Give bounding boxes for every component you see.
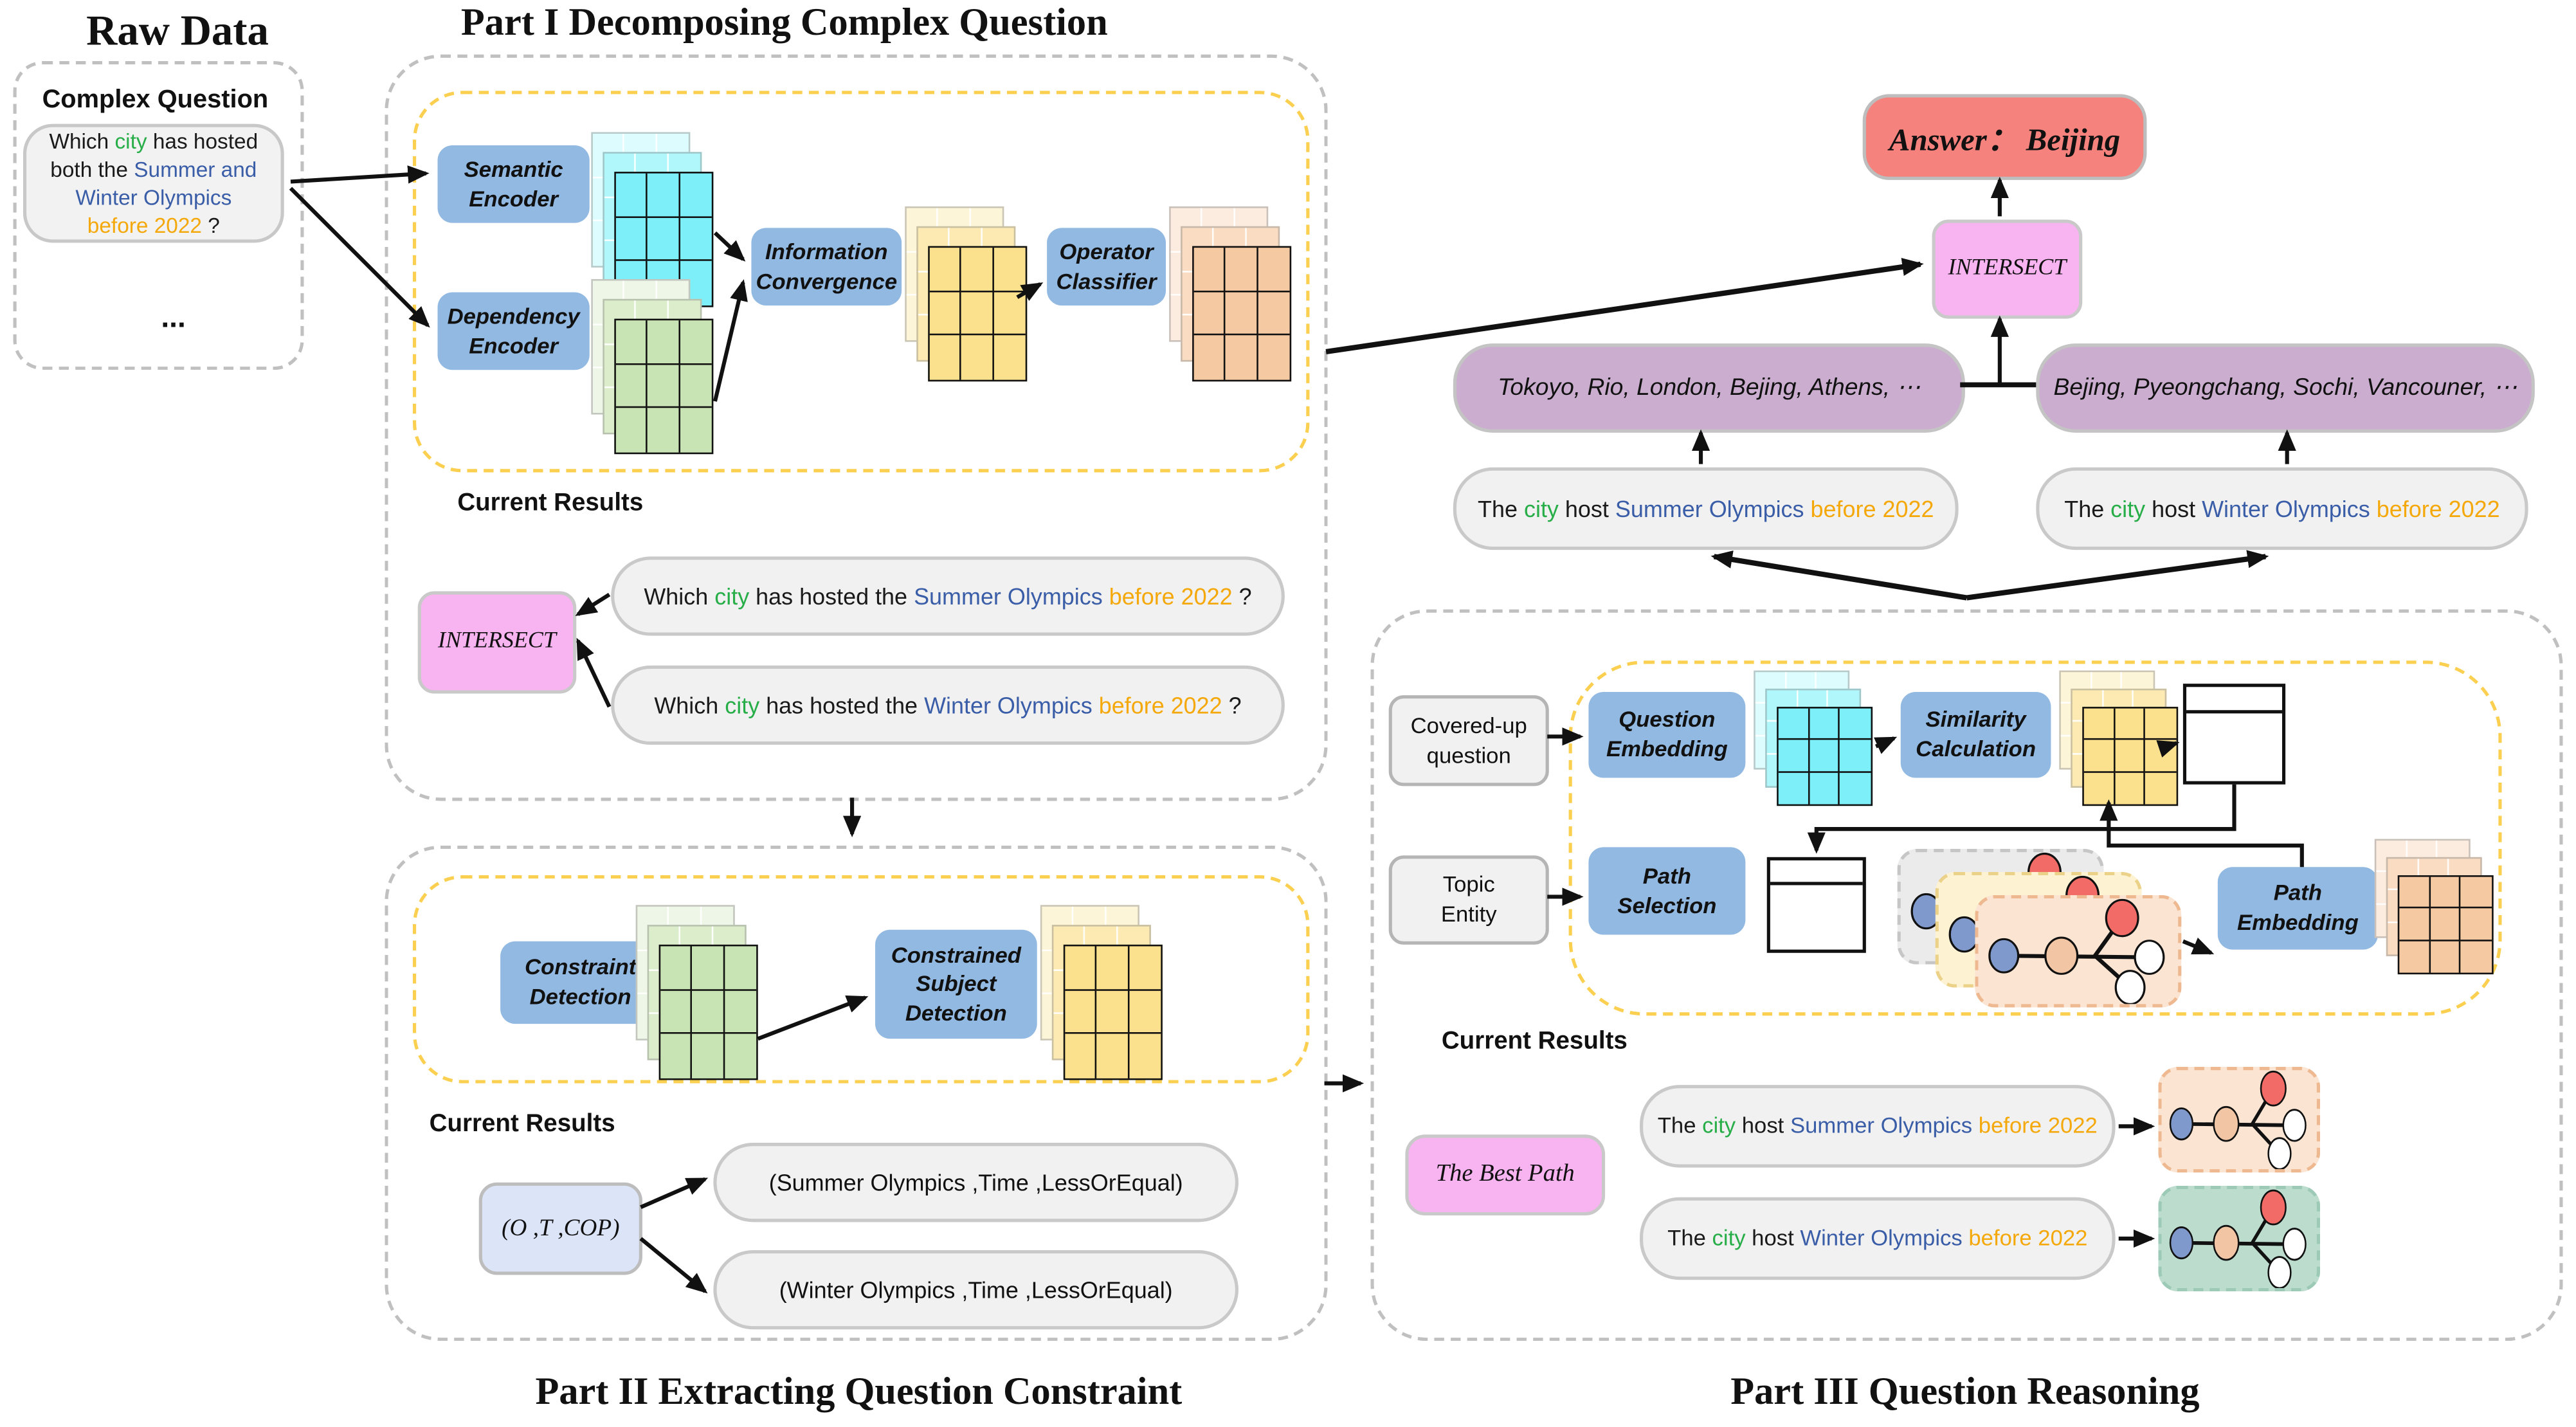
matrix-stack-orange: [1169, 206, 1292, 382]
matrix-stack-yellow-part3: [2059, 670, 2179, 806]
answer-node: [2105, 898, 2139, 938]
operator-classifier-module: Operator Classifier: [1047, 228, 1166, 306]
candidate-paths-table: [1766, 857, 1866, 953]
subquestion-pill-summer: Which city has hosted the Summer Olympic…: [611, 556, 1285, 636]
raw-data-title: Raw Data: [86, 6, 269, 55]
part2-caption: Part II Extracting Question Constraint: [535, 1370, 1183, 1414]
part2-outer-box: [385, 845, 1328, 1341]
matrix-layer: [658, 944, 758, 1080]
matrix-stack-green: [591, 278, 714, 455]
path-card-front: [1975, 895, 2182, 1008]
part2-current-results-label: Current Results: [429, 1109, 615, 1138]
kg-path-graph: [1988, 898, 2165, 1004]
kg-path-graph: [2169, 1189, 2307, 1289]
matrix-layer: [928, 246, 1028, 382]
kg-path-graph: [2169, 1070, 2307, 1170]
arrow-part3-to-summer-subq: [1710, 550, 1968, 601]
matrix-stack-orange-part3: [2374, 839, 2494, 975]
similarity-calculation-module: Similarity Calculation: [1900, 691, 2051, 778]
answer-node: [2260, 1070, 2287, 1107]
subquestion-pill-winter: Which city has hosted the Winter Olympic…: [611, 665, 1285, 745]
part3-model-box: [1568, 660, 2502, 1016]
part3-current-results-label: Current Results: [1441, 1027, 1628, 1055]
result-question-pill-winter: The city host Winter Olympics before 202…: [1640, 1197, 2116, 1280]
candidate-paths-table-header: [1770, 860, 1863, 886]
entity-node: [2114, 970, 2146, 1004]
entity-node: [2267, 1137, 2292, 1170]
covered-up-question-box: Covered-up question: [1388, 695, 1549, 786]
tuple-pill-winter: (Winter Olympics ,Time ,LessOrEqual): [713, 1250, 1238, 1330]
part1-outer-box: [385, 54, 1328, 801]
matrix-stack-yellow-part2: [1040, 905, 1163, 1080]
top-subquestion-pill-summer: The city host Summer Olympics before 202…: [1453, 467, 1959, 550]
matrix-layer: [614, 318, 714, 455]
constrained-subject-detection-module: Constrained Subject Detection: [875, 929, 1037, 1039]
part3-caption: Part III Question Reasoning: [1730, 1370, 2200, 1414]
topic-node: [1988, 938, 2020, 974]
raw-data-ellipsis: ...: [161, 300, 186, 334]
relation-node: [2213, 1224, 2240, 1261]
similarity-score-table: [2182, 684, 2286, 785]
arrow-part3-to-winter-subq: [1966, 550, 2269, 601]
question-embedding-module: Question Embedding: [1588, 691, 1746, 778]
matrix-layer: [1777, 707, 1873, 806]
topic-node: [2169, 1226, 2194, 1260]
topic-entity-box: Topic Entity: [1388, 855, 1549, 945]
matrix-layer: [2397, 875, 2494, 975]
matrix-layer: [2082, 707, 2179, 806]
tuple-pill-summer: (Summer Olympics ,Time ,LessOrEqual): [713, 1143, 1238, 1222]
part2-model-box: [413, 875, 1310, 1084]
relation-node: [2213, 1105, 2240, 1142]
part1-title: Part I Decomposing Complex Question: [460, 1, 1108, 45]
path-selection-module: Path Selection: [1588, 847, 1746, 935]
relation-node: [2044, 936, 2079, 975]
path-embedding-module: Path Embedding: [2217, 867, 2378, 950]
top-subquestion-pill-winter: The city host Winter Olympics before 202…: [2036, 467, 2528, 550]
result-list-pill-summer: Tokoyo, Rio, London, Bejing, Athens, ⋯: [1453, 343, 1965, 433]
entity-node: [2282, 1228, 2307, 1261]
best-path-card-winter: [2158, 1185, 2321, 1292]
otcop-box: (O ,T ,COP): [478, 1182, 642, 1275]
complex-question-pill: Which city has hosted both the Summer an…: [23, 123, 284, 243]
constraint-detection-module: Constraint Detection: [500, 941, 661, 1024]
result-question-pill-summer: The city host Summer Olympics before 202…: [1640, 1085, 2116, 1168]
matrix-layer: [1192, 246, 1292, 382]
answer-box: Answer： Beijing: [1862, 94, 2147, 180]
matrix-stack-cyan-part3: [1754, 670, 1873, 806]
semantic-encoder-module: Semantic Encoder: [437, 145, 590, 223]
top-intersect-box: INTERSECT: [1932, 219, 2083, 319]
part1-intersect-box: INTERSECT: [417, 591, 577, 694]
entity-node: [2267, 1256, 2292, 1289]
similarity-score-table-header: [2186, 687, 2282, 714]
entity-node: [2134, 940, 2165, 975]
information-convergence-module: Information Convergence: [751, 228, 902, 306]
topic-node: [2169, 1107, 2194, 1141]
matrix-stack-yellow: [905, 206, 1028, 382]
entity-node: [2282, 1109, 2307, 1142]
result-list-pill-winter: Bejing, Pyeongchang, Sochi, Vancouner, ⋯: [2036, 343, 2535, 433]
arrow-part1-to-top-intersect: [1325, 258, 1924, 355]
best-path-card-summer: [2158, 1066, 2321, 1173]
topic-node: [1948, 916, 1980, 953]
part3-outer-box: [1370, 609, 2563, 1341]
best-path-box: The Best Path: [1405, 1134, 1606, 1216]
matrix-stack-green-part2: [635, 905, 758, 1080]
answer-node: [2260, 1189, 2287, 1226]
matrix-stack-cyan: [591, 132, 714, 307]
matrix-layer: [1063, 944, 1163, 1080]
complex-question-heading: Complex Question: [42, 86, 269, 114]
part1-current-results-label: Current Results: [457, 489, 644, 517]
dependency-encoder-module: Dependency Encoder: [437, 292, 590, 370]
